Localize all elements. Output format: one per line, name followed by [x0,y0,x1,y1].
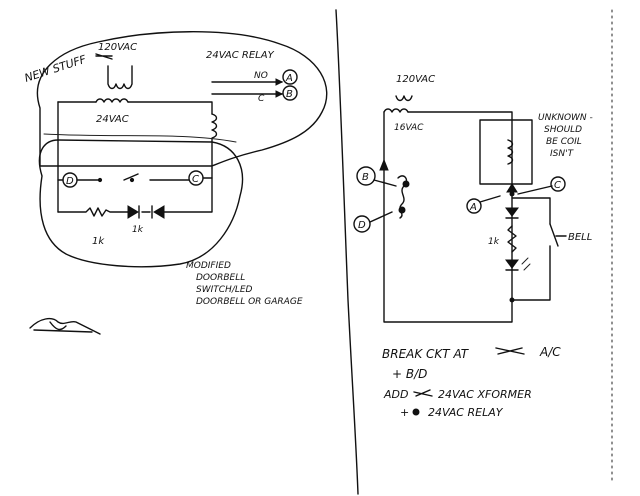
strike-mark [495,347,525,355]
relay-coil-left [211,113,218,169]
node-a-left-circle [282,69,298,85]
left-relay-label: 24VAC RELAY [206,50,275,61]
primary-coil-right [395,95,413,102]
unknown-line-2: SHOULD [544,125,582,135]
new-stuff-cloud-outline [36,31,328,167]
node-b-right-label: B [362,172,369,183]
node-d-right-label: D [358,220,366,231]
junction-dot [509,297,515,303]
unknown-line-3: BE COIL [546,137,582,147]
left-loop-arrow [379,158,389,171]
led-1 [127,205,139,219]
contact-dot [398,206,406,214]
led-right [505,259,519,269]
switch-contact [97,177,103,183]
node-a-right-label: A [469,202,477,213]
signature-scribble [29,317,101,335]
right-16vac-label: 16VAC [394,123,424,133]
note-line-4: DOORBELL OR GARAGE [196,297,303,307]
left-1k-label-2: 1k [132,225,144,235]
c-arrow-head [275,90,284,98]
unknown-box [479,119,533,185]
left-1k-label: 1k [92,236,105,247]
junction-arrow [506,183,518,193]
instruction-add: ADD [383,388,408,401]
divider-wire [43,133,237,143]
node-c-left-label: C [192,174,199,185]
b-arrow [373,179,397,187]
contact-dot [402,180,410,188]
node-d-right-circle [353,215,371,233]
bell-switch [549,223,559,247]
switch-contact [129,177,135,183]
note-line-1: MODIFIED [186,261,231,271]
led-emission [521,257,531,271]
node-b-left-label: B [286,89,293,100]
primary-coil-left [107,65,133,90]
d-arrow [369,211,393,223]
a-arrow [479,195,501,203]
right-main-loop [383,111,513,323]
left-24vac-label: 24VAC [96,114,129,125]
strike-mark [95,53,113,60]
left-top-wire [57,101,213,115]
unknown-line-4: ISN'T [550,149,575,159]
instruction-line-2: + B/D [392,367,427,381]
node-d-left-label: D [66,176,74,187]
c-arrow [517,185,553,195]
secondary-coil-right [383,108,409,113]
strike-mark [413,389,433,397]
no-contact-label: NO [254,71,268,81]
instruction-line-1: BREAK CKT AT [382,347,470,361]
diode-right [505,207,519,217]
instruction-relay: 24VAC RELAY [428,406,504,419]
scribble-dot [412,408,420,416]
resistor-right [507,225,517,253]
no-arrow-head [275,78,284,86]
c-contact-label: C [258,94,265,104]
bell-branch [511,197,551,301]
right-120vac-label: 120VAC [396,74,435,85]
bell-label: BELL [568,232,592,243]
node-c-right-circle [550,176,566,192]
left-120vac-label: 120VAC [98,42,137,53]
led-resistor-wire [57,167,213,217]
node-a-right-circle [466,198,482,214]
instruction-plus: + [400,406,409,419]
node-a-left-label: A [285,73,293,84]
secondary-coil-left [95,98,129,103]
note-line-3: SWITCH/LED [196,285,253,295]
switch-wire [57,173,213,181]
node-c-right-label: C [554,180,561,191]
new-stuff-label: NEW STUFF [23,53,88,85]
led-2 [153,205,165,219]
unknown-coil [507,139,514,165]
node-b-right-circle [356,166,376,186]
page-divider [335,9,359,495]
junction-dot [509,191,515,197]
node-b-left-circle [282,85,298,101]
unknown-line-1: UNKNOWN - [538,113,593,123]
right-1k-label: 1k [488,237,500,247]
note-line-2: DOORBELL [196,273,245,283]
instruction-ac: A/C [539,345,561,359]
instruction-xformer: 24VAC XFORMER [438,388,532,401]
